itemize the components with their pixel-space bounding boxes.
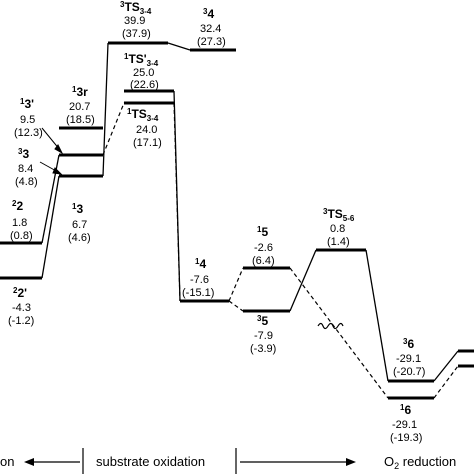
energy-22p: -4.3 (12, 302, 31, 314)
label-3TS34: 3TS3-4 (120, 0, 152, 16)
label-15: 15 (257, 225, 268, 239)
paren-36: (-20.7) (393, 366, 425, 378)
paren-3TS56: (1.4) (327, 236, 350, 248)
energy-levels (0, 41, 474, 400)
paren-22p: (-1.2) (8, 315, 34, 327)
energy-13p: 9.5 (20, 114, 35, 126)
energy-35: -7.9 (254, 330, 273, 342)
label-1TS34: 1TS3-4 (127, 107, 159, 123)
energy-36: -29.1 (396, 353, 421, 365)
paren-1TS34: (17.1) (133, 137, 162, 149)
label-16: 16 (400, 403, 411, 417)
paren-13r: (18.5) (66, 114, 95, 126)
energy-33: 8.4 (18, 163, 33, 175)
paren-14: (-15.1) (182, 287, 214, 299)
axis-left-label: on (0, 454, 14, 469)
paren-34: (27.3) (197, 36, 226, 48)
bottom-axis: on substrate oxidation O2 reduction (0, 448, 456, 474)
energy-13: 6.7 (72, 219, 87, 231)
energy-1TS34: 24.0 (136, 124, 157, 136)
spin-crossing-squiggle (317, 322, 344, 330)
label-1TSp34: 1TS'3-4 (124, 52, 159, 68)
energy-14: -7.6 (190, 274, 209, 286)
label-33: 33 (18, 147, 29, 161)
axis-right-label: O2 reduction (384, 454, 456, 471)
label-35: 35 (257, 314, 268, 328)
energy-16: -29.1 (392, 419, 417, 431)
label-13p: 13' (20, 97, 34, 111)
label-22p: 22' (13, 286, 27, 300)
label-36: 36 (403, 337, 414, 351)
paren-22: (0.8) (10, 230, 33, 242)
axis-middle-label: substrate oxidation (96, 454, 205, 469)
label-3TS56: 3TS5-6 (323, 207, 355, 223)
energy-22: 1.8 (12, 217, 27, 229)
right-arrow-icon (346, 458, 356, 466)
paren-13: (4.6) (68, 232, 91, 244)
solid-connectors (41, 42, 459, 382)
paren-33: (4.8) (15, 176, 38, 188)
label-14: 14 (195, 257, 206, 271)
label-34: 34 (203, 7, 214, 21)
left-arrow-icon (24, 458, 34, 466)
paren-3TS34: (37.9) (122, 28, 151, 40)
energy-13r: 20.7 (69, 101, 90, 113)
energy-3TS34: 39.9 (124, 15, 145, 27)
energy-1TSp34: 25.0 (133, 67, 154, 79)
label-22: 22 (12, 199, 23, 213)
paren-15: (6.4) (252, 255, 275, 267)
energy-3TS56: 0.8 (330, 223, 345, 235)
paren-16: (-19.3) (390, 432, 422, 444)
paren-13p: (12.3) (14, 127, 43, 139)
paren-35: (-3.9) (250, 343, 276, 355)
label-13: 13 (72, 202, 83, 216)
paren-1TSp34: (22.6) (130, 79, 159, 91)
energy-34: 32.4 (200, 23, 221, 35)
arrows (39, 127, 64, 175)
label-13r: 13r (72, 85, 88, 99)
energy-15: -2.6 (254, 242, 273, 254)
dashed-connectors (102, 102, 459, 399)
